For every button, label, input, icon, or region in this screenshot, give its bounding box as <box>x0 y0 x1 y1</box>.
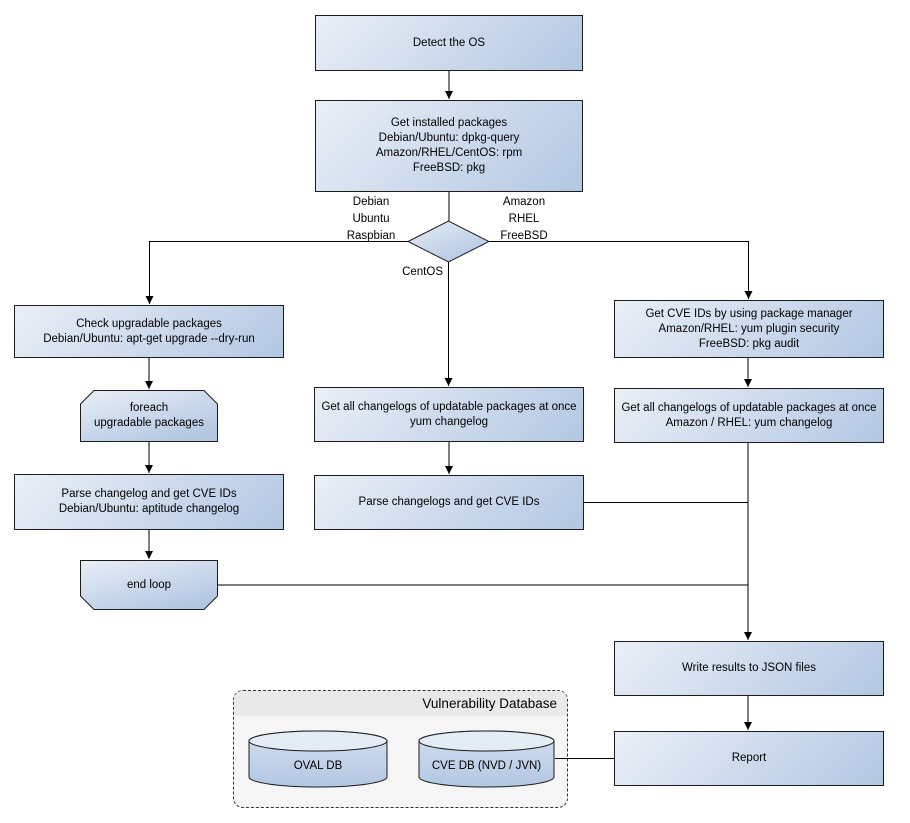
node-get-changelogs-centos: Get all changelogs of updatable packages… <box>314 387 584 442</box>
node-check-upgradable: Check upgradable packages Debian/Ubuntu:… <box>14 305 284 358</box>
node-get-changelogs-amazon-line: Get all changelogs of updatable packages… <box>621 401 877 414</box>
node-parse-changelog-deb-line: Parse changelog and get CVE IDs <box>61 488 237 500</box>
node-write-results-label: Write results to JSON files <box>682 662 816 674</box>
node-report-label: Report <box>731 752 767 764</box>
node-get-installed-line: Debian/Ubuntu: dpkg-query <box>378 132 520 144</box>
cve-db-text: CVE DB (NVD / JVN) <box>418 730 555 788</box>
node-detect-os: Detect the OS <box>315 15 583 71</box>
edge-label-right-line: FreeBSD <box>500 230 548 242</box>
oval-db-text: OVAL DB <box>248 730 388 788</box>
vulnerability-database-header: Vulnerability Database <box>234 691 567 716</box>
edge-label-right-line: Amazon <box>502 196 546 208</box>
node-get-cve-pkg-manager-line: Get CVE IDs by using package manager <box>645 307 853 320</box>
node-get-installed-line: Get installed packages <box>390 117 508 129</box>
os-decision-diamond <box>407 220 490 263</box>
edge-label-left-line: Raspbian <box>346 230 396 242</box>
node-get-cve-pkg-manager-line: FreeBSD: pkg audit <box>698 337 800 350</box>
cve-db-label: CVE DB (NVD / JVN) <box>431 759 542 772</box>
node-detect-os-label: Detect the OS <box>412 36 486 49</box>
edge-label-left-line: Debian <box>352 196 390 208</box>
diamond-shape <box>407 220 490 263</box>
node-parse-changelog-deb-line: Debian/Ubuntu: aptitude changelog <box>58 503 240 515</box>
node-get-installed-line: FreeBSD: pkg <box>412 162 486 174</box>
node-end-loop-label: end loop <box>126 578 172 591</box>
node-end-loop: end loop <box>80 560 218 610</box>
node-parse-changelog-deb: Parse changelog and get CVE IDs Debian/U… <box>14 474 284 530</box>
edge-label-centos: CentOS <box>343 264 443 281</box>
node-foreach-loop: foreach upgradable packages <box>80 390 218 442</box>
node-get-cve-pkg-manager: Get CVE IDs by using package manager Ama… <box>614 300 884 358</box>
node-get-changelogs-centos-line: Get all changelogs of updatable packages… <box>321 400 577 413</box>
oval-db-label: OVAL DB <box>293 759 343 772</box>
loop-start-shape <box>80 390 218 442</box>
node-check-upgradable-line: Check upgradable packages <box>76 317 222 330</box>
cve-db-cylinder: CVE DB (NVD / JVN) <box>418 730 555 788</box>
edge-diamond-to-get-cve <box>489 241 753 299</box>
oval-db-cylinder: OVAL DB <box>248 730 388 788</box>
cylinder-top <box>248 730 388 752</box>
node-get-cve-pkg-manager-line: Amazon/RHEL: yum plugin security <box>658 322 840 335</box>
edge-label-right-line: RHEL <box>508 213 540 225</box>
node-get-installed-packages: Get installed packages Debian/Ubuntu: dp… <box>315 100 583 192</box>
node-get-installed-line: Amazon/RHEL/CentOS: rpm <box>375 147 523 159</box>
cylinder-top <box>418 730 555 752</box>
edge-label-left-branch: Debian Ubuntu Raspbian <box>321 194 421 245</box>
node-write-results: Write results to JSON files <box>614 641 884 696</box>
node-foreach-loop-text: foreach upgradable packages <box>80 390 218 442</box>
node-get-changelogs-amazon: Get all changelogs of updatable packages… <box>614 388 884 443</box>
loop-end-shape <box>80 560 218 610</box>
vulnerability-database-title: Vulnerability Database <box>422 696 557 711</box>
node-end-loop-text: end loop <box>80 560 218 610</box>
node-foreach-line: upgradable packages <box>94 417 204 429</box>
edge-label-right-branch: Amazon RHEL FreeBSD <box>474 194 574 245</box>
node-foreach-line: foreach <box>129 402 169 414</box>
node-parse-changelogs-centos-label: Parse changelogs and get CVE IDs <box>358 496 540 508</box>
edge-label-centos-text: CentOS <box>402 266 443 278</box>
edge-diamond-to-check-upgradable <box>145 241 408 304</box>
node-parse-changelogs-centos: Parse changelogs and get CVE IDs <box>314 475 584 530</box>
node-report: Report <box>614 731 884 786</box>
node-get-changelogs-amazon-line: Amazon / RHEL: yum changelog <box>665 416 833 429</box>
node-check-upgradable-line: Debian/Ubuntu: apt-get upgrade --dry-run <box>43 332 255 345</box>
edge-label-left-line: Ubuntu <box>352 213 390 225</box>
node-get-changelogs-centos-line: yum changelog <box>410 415 488 428</box>
